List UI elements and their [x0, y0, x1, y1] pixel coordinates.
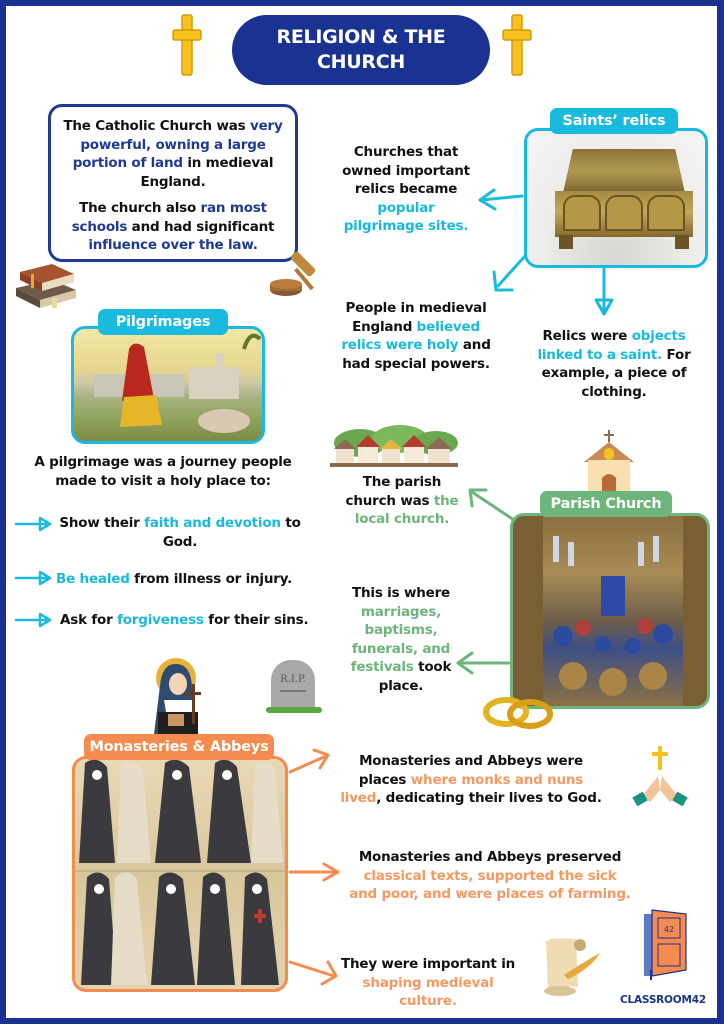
parish-fact-2: This is where marriages, baptisms, funer…: [350, 585, 452, 694]
monasteries-fact-3: They were important in shaping medieval …: [340, 956, 516, 1009]
pilgrimages-tag: Pilgrimages: [98, 309, 228, 335]
intro-paragraph-2: The church also ran most schools and had…: [71, 200, 275, 253]
page-title: RELIGION & THE CHURCH: [232, 15, 490, 85]
relics-fact-3: Relics were objects linked to a saint. F…: [537, 328, 691, 400]
monasteries-image: [72, 756, 288, 992]
door-number: 42: [664, 925, 674, 934]
cross-icon-right: [502, 14, 532, 76]
monasteries-fact-2: Monasteries and Abbeys preserved classic…: [349, 849, 631, 902]
relics-fact-1: Churches that owned important relics bec…: [342, 144, 470, 234]
church-building-icon: [584, 430, 634, 494]
parish-fact-1: The parish church was the local church.: [345, 474, 459, 527]
parish-image: [510, 513, 710, 709]
relics-tag: Saints’ relics: [550, 108, 678, 134]
intro-box: The Catholic Church was very powerful, o…: [48, 104, 298, 262]
brand-name: CLASSROOM42: [620, 994, 706, 1006]
tombstone-text: R.I.P.: [280, 674, 306, 685]
pilgrim-scene: [94, 333, 262, 433]
village-icon: [330, 425, 458, 467]
nun-saint-icon: [154, 658, 201, 734]
cross-icon-left: [172, 14, 202, 76]
nuns-illustration: [75, 759, 285, 985]
intro-paragraph-1: The Catholic Church was very powerful, o…: [63, 118, 283, 190]
relics-fact-2: People in medieval England believed reli…: [341, 300, 491, 372]
monasteries-tag: Monasteries & Abbeys: [84, 734, 274, 760]
pilgrimage-reason-1: Show their faith and devotion to God.: [59, 515, 301, 550]
door-icon: 42: [644, 909, 687, 980]
title-line-2: CHURCH: [317, 51, 405, 73]
pilgrimage-reason-2: Be healed from illness or injury.: [56, 571, 293, 587]
tombstone-icon: R.I.P.: [266, 660, 322, 716]
parish-tag: Parish Church: [540, 491, 672, 517]
scroll-quill-icon: [544, 938, 600, 996]
books-icon: [16, 264, 76, 308]
relics-image: [524, 128, 708, 268]
pilgrimage-reason-3: Ask for forgiveness for their sins.: [60, 612, 309, 628]
classroom42-logo: 42 CLASSROOM42: [618, 908, 708, 1018]
title-line-1: RELIGION & THE: [276, 26, 446, 48]
reliquary-chest: [555, 149, 693, 249]
church-council-scene: [513, 516, 707, 706]
monasteries-fact-1: Monasteries and Abbeys were places where…: [340, 753, 602, 806]
gavel-icon: [270, 251, 316, 296]
wedding-rings-icon: [483, 697, 553, 729]
pilgrimages-intro: A pilgrimage was a journey people made t…: [34, 454, 292, 489]
praying-hands-icon: [632, 746, 688, 806]
